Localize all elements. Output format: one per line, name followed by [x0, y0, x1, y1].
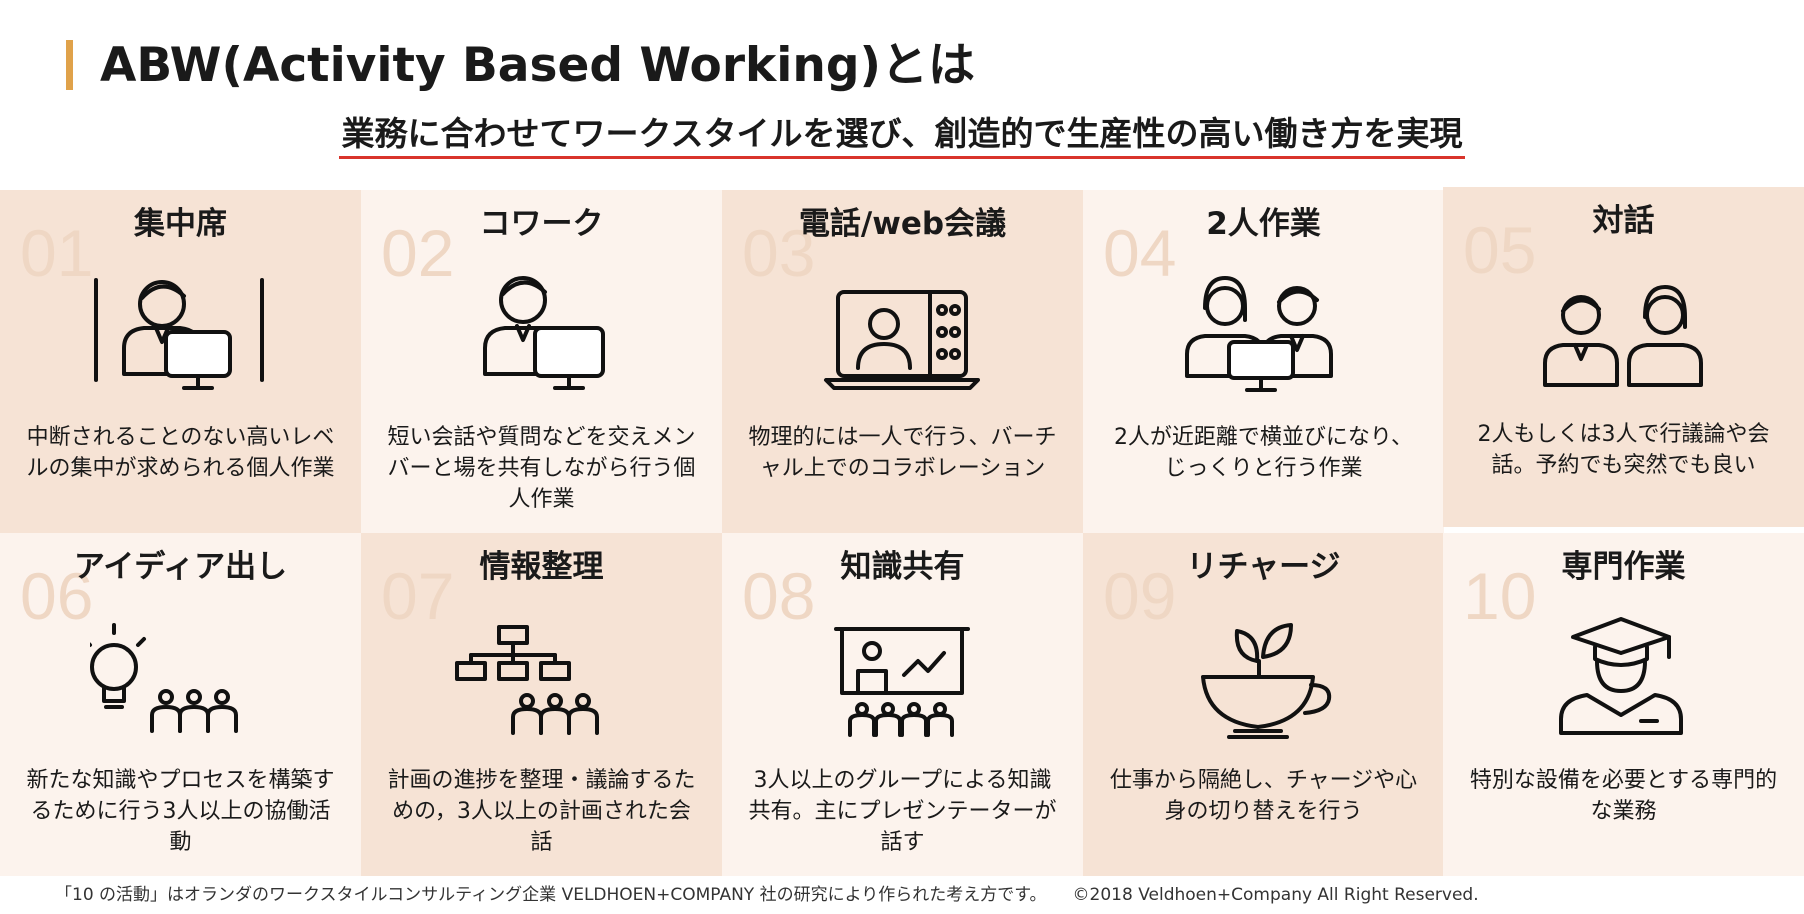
activity-card-02: 02 コワーク 短い会話や質問などを交えメンバーと場を共有しながら行う個人作業 — [361, 190, 722, 533]
activity-title: 2人作業 — [1206, 206, 1321, 242]
activity-title: アイディア出し — [73, 549, 288, 585]
footer-note: 「10 の活動」はオランダのワークスタイルコンサルティング企業 VELDHOEN… — [55, 885, 1047, 905]
activity-number: 10 — [1463, 559, 1537, 633]
subtitle-container: 業務に合わせてワークスタイルを選び、創造的で生産性の高い働き方を実現 — [0, 113, 1804, 159]
activity-title: 情報整理 — [479, 549, 604, 585]
org-chart-icon — [451, 605, 631, 755]
activity-card-06: 06 アイディア出し 新たな知識やプロセスを構築するために行う3人以上の協働活動 — [0, 533, 361, 876]
presentation-icon — [812, 605, 992, 755]
activity-title: 知識共有 — [840, 549, 965, 585]
activity-title: コワーク — [479, 206, 604, 242]
page-subtitle: 業務に合わせてワークスタイルを選び、創造的で生産性の高い働き方を実現 — [339, 113, 1465, 159]
tea-cup-icon — [1173, 605, 1353, 755]
activity-number: 06 — [20, 559, 94, 633]
activity-description: 2人もしくは3人で行議論や会話。予約でも突然でも良い — [1477, 422, 1770, 478]
activity-card-07: 07 情報整理 計画の進捗 — [361, 533, 722, 876]
activity-description: 特別な設備を必要とする専門的な業務 — [1469, 768, 1778, 824]
activity-title: リチャージ — [1186, 549, 1341, 585]
activity-grid: 01 集中席 中断されることのない高いレベルの集中が求められる個人作業 — [0, 187, 1804, 876]
activity-description: 仕事から隔絶し、チャージや心身の切り替えを行う — [1109, 768, 1418, 824]
activity-number: 01 — [20, 216, 94, 290]
title-accent-bar — [66, 40, 73, 90]
activity-number: 08 — [742, 559, 816, 633]
activity-card-10: 10 専門作業 特別な設備を必要とする専門的な業務 — [1443, 533, 1804, 876]
activity-card-01: 01 集中席 中断されることのない高いレベルの集中が求められる個人作業 — [0, 190, 361, 533]
activity-number: 09 — [1103, 559, 1177, 633]
activity-card-04: 04 2人作業 2人が近距離で横並びになり、じっくりと行う作業 — [1083, 190, 1444, 533]
activity-description: 新たな知識やプロセスを構築するために行う3人以上の協働活動 — [26, 768, 335, 855]
graduate-icon — [1533, 605, 1713, 755]
activity-card-09: 09 リチャージ 仕事から隔絶し、チャージや心身の切り替えを行う — [1083, 533, 1444, 876]
page-title: ABW(Activity Based Working)とは — [100, 38, 975, 93]
activity-card-08: 08 知識共有 3人以上のグループによる知識共有。主にプレゼンテーターが話す — [722, 533, 1083, 876]
activity-card-03: 03 電話/web会議 物理的には一人で行う、バーチャル上でのコラボレーション — [722, 190, 1083, 533]
activity-title: 集中席 — [134, 206, 227, 242]
activity-card-05: 05 対話 2人もしくは3人で行議論や会話。予約でも突然でも良い — [1443, 187, 1804, 527]
activity-description: 中断されることのない高いレベルの集中が求められる個人作業 — [26, 425, 335, 481]
web-meeting-icon — [812, 262, 992, 412]
activity-description: 3人以上のグループによる知識共有。主にプレゼンテーターが話す — [748, 768, 1057, 855]
activity-description: 短い会話や質問などを交えメンバーと場を共有しながら行う個人作業 — [387, 425, 696, 512]
cowork-icon — [451, 262, 631, 412]
activity-number: 02 — [381, 216, 455, 290]
lightbulb-icon — [82, 605, 270, 755]
activity-number: 05 — [1463, 213, 1537, 287]
focus-desk-icon — [90, 262, 270, 412]
activity-number: 04 — [1103, 216, 1177, 290]
activity-title: 電話/web会議 — [798, 206, 1007, 242]
pair-work-icon — [1173, 262, 1353, 412]
activity-description: 計画の進捗を整理・議論するための，3人以上の計画された会話 — [387, 768, 696, 855]
activity-number: 07 — [381, 559, 455, 633]
activity-title: 対話 — [1592, 203, 1655, 239]
footer-copyright: ©2018 Veldhoen+Company All Right Reserve… — [1072, 885, 1479, 905]
footer: 「10 の活動」はオランダのワークスタイルコンサルティング企業 VELDHOEN… — [55, 884, 1479, 906]
activity-description: 2人が近距離で横並びになり、じっくりと行う作業 — [1113, 425, 1414, 481]
activity-description: 物理的には一人で行う、バーチャル上でのコラボレーション — [748, 425, 1057, 481]
activity-title: 専門作業 — [1561, 549, 1686, 585]
dialogue-icon — [1533, 259, 1713, 409]
activity-number: 03 — [742, 216, 816, 290]
